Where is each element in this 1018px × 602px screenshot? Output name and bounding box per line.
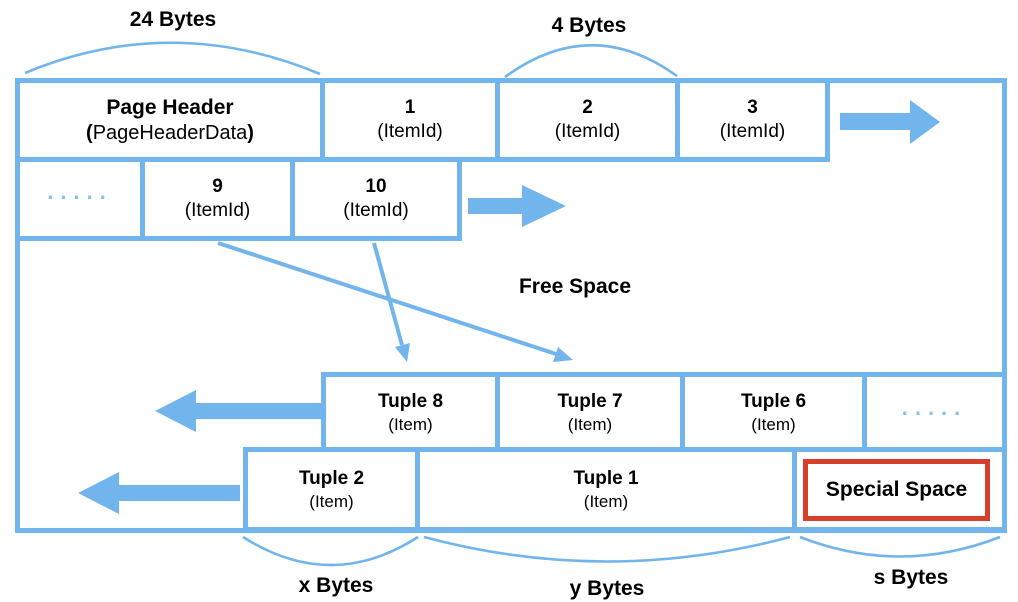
tuple-title: Tuple 6 — [740, 390, 807, 412]
tuple-1-cell: Tuple 1 (Item) — [415, 447, 797, 532]
itemid-number: 9 — [212, 176, 223, 197]
label-x-bytes: x Bytes — [298, 574, 374, 597]
arc-4-bytes — [504, 44, 678, 79]
ellipsis-dots: ..... — [47, 179, 113, 204]
tuple-type: (Item) — [309, 492, 354, 511]
tuple-8-cell: Tuple 8 (Item) — [321, 372, 500, 452]
tuple-title: Tuple 7 — [557, 390, 623, 412]
tuple-type: (Item) — [583, 492, 629, 511]
itemid-cell-1: 1 (ItemId) — [320, 78, 500, 162]
page-header-cell: Page Header (PageHeaderData) — [15, 78, 325, 162]
itemid-type: (ItemId) — [343, 200, 409, 221]
tuple-title: Tuple 8 — [377, 390, 444, 412]
tuple-6-cell: Tuple 6 (Item) — [680, 372, 867, 452]
tuple-title: Tuple 2 — [298, 468, 365, 489]
tuple-ellipsis-cell: ..... — [862, 372, 1007, 452]
itemid-type: (ItemId) — [377, 121, 443, 142]
itemid-number: 2 — [582, 97, 593, 118]
tuple-7-cell: Tuple 7 (Item) — [495, 372, 685, 452]
label-24-bytes: 24 Bytes — [129, 8, 217, 31]
arc-x-bytes — [242, 535, 419, 567]
label-y-bytes: y Bytes — [569, 577, 645, 600]
itemid-cell-10: 10 (ItemId) — [290, 157, 462, 241]
page-header-subtitle: (PageHeaderData) — [86, 121, 254, 144]
itemid-cell-3: 3 (ItemId) — [675, 78, 830, 162]
arc-24-bytes — [24, 41, 321, 76]
label-4-bytes: 4 Bytes — [551, 14, 627, 37]
page-header-title: Page Header — [106, 95, 234, 119]
itemid-type: (ItemId) — [184, 200, 251, 221]
itemid-number: 3 — [747, 97, 758, 118]
itemid-number: 10 — [365, 176, 387, 197]
free-space-label: Free Space — [518, 275, 632, 298]
ellipsis-dots: ..... — [901, 395, 968, 420]
tuple-type: (Item) — [751, 414, 796, 434]
special-space-box: Special Space — [803, 459, 990, 521]
tuple-2-cell: Tuple 2 (Item) — [243, 447, 420, 532]
arc-s-bytes — [799, 535, 1001, 558]
itemid-cell-2: 2 (ItemId) — [495, 78, 680, 162]
tuple-type: (Item) — [567, 414, 613, 434]
itemid-type: (ItemId) — [719, 121, 786, 142]
arc-y-bytes — [423, 535, 791, 563]
itemid-type: (ItemId) — [554, 121, 621, 142]
tuple-title: Tuple 1 — [573, 468, 639, 489]
tuple-type: (Item) — [388, 414, 433, 434]
label-s-bytes: s Bytes — [873, 566, 949, 589]
itemid-number: 1 — [404, 97, 416, 118]
itemid-cell-9: 9 (ItemId) — [140, 157, 295, 241]
itemid-ellipsis-cell: ..... — [15, 157, 145, 241]
